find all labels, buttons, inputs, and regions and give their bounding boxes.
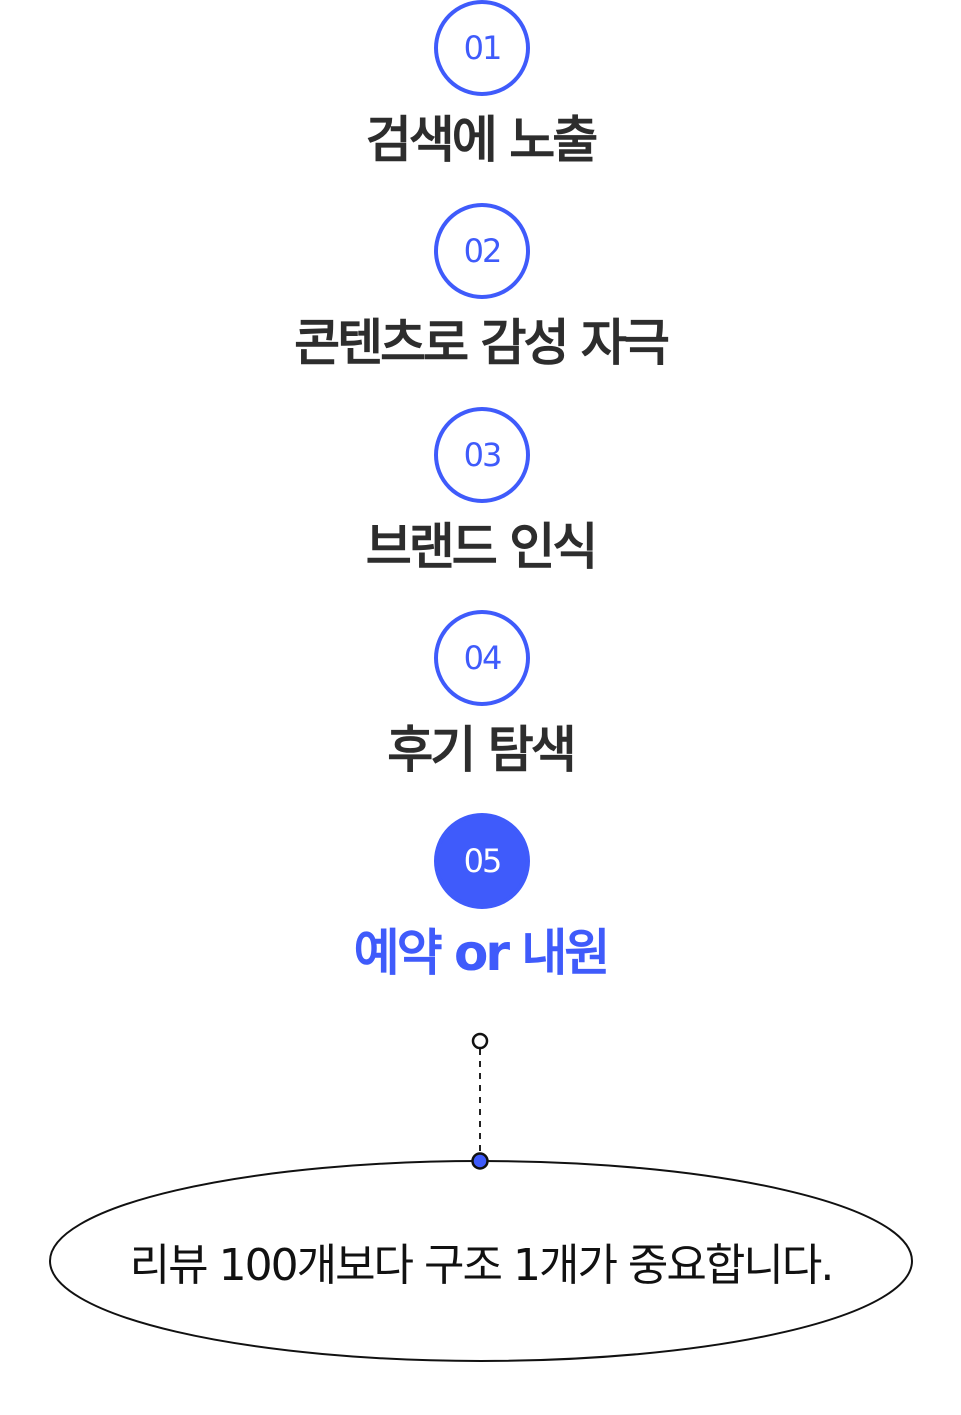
connector-start-dot [471,1032,489,1050]
connector-end-dot [471,1152,489,1170]
step-number-badge: 04 [434,610,530,706]
step-label: 후기 탐색 [387,721,576,779]
step-number-badge-active: 05 [434,813,530,909]
step-number-badge: 02 [434,203,530,299]
step-label: 콘텐츠로 감성 자극 [294,314,670,372]
step-label: 검색에 노출 [365,111,598,169]
note-text: 리뷰 100개보다 구조 1개가 중요합니다. [129,1240,835,1291]
step-number-badge: 01 [434,0,530,96]
step-label: 브랜드 인식 [365,518,598,576]
step-number-badge: 03 [434,407,530,503]
step-label-active: 예약 or 내원 [353,924,611,982]
